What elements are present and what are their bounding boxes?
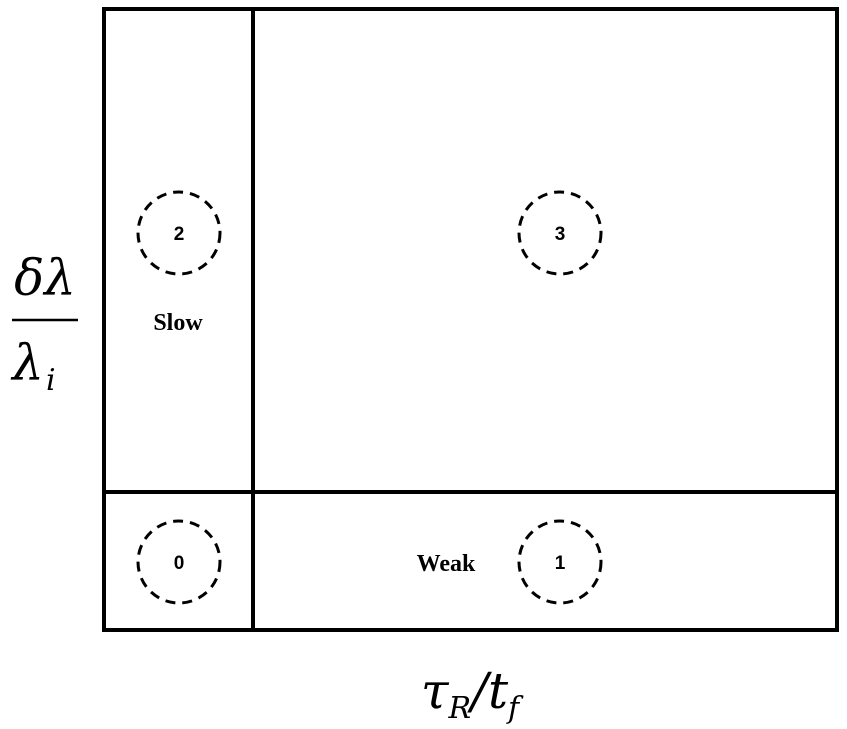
region-1-label: Weak <box>417 551 476 577</box>
region-0-number: 0 <box>174 553 185 574</box>
region-2-marker <box>136 190 222 276</box>
region-3-marker <box>517 190 603 276</box>
region-0-marker <box>136 519 222 605</box>
x-axis-tau: τ <box>421 662 450 720</box>
region-3: 3 <box>517 190 603 276</box>
y-axis-denominator-subscript: i <box>46 363 56 398</box>
x-axis-slash-t: /t <box>467 662 509 720</box>
x-axis-sub-r: R <box>448 691 472 726</box>
region-1-number: 1 <box>555 553 566 574</box>
region-1: 1 Weak <box>417 519 603 605</box>
y-axis-numerator: δλ <box>14 249 76 307</box>
region-2-label: Slow <box>153 310 203 336</box>
region-0: 0 <box>136 519 222 605</box>
x-axis-label: τR/tf <box>421 662 524 726</box>
region-3-number: 3 <box>555 224 566 245</box>
y-axis-denominator: λ <box>10 334 44 392</box>
diagram-frame <box>102 7 839 632</box>
region-1-marker <box>517 519 603 605</box>
y-axis-label: δλ λ i <box>10 249 78 398</box>
x-axis-sub-f: f <box>506 691 524 726</box>
region-2-number: 2 <box>174 224 185 245</box>
region-2: 2 Slow <box>136 190 222 336</box>
